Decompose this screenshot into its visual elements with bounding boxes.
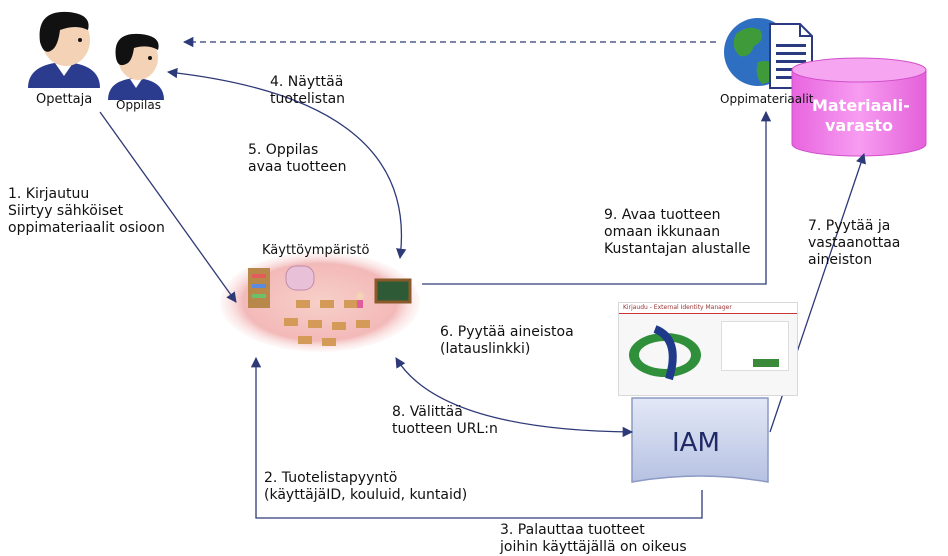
step-1-label: 1. Kirjautuu Siirtyy sähköiset oppimater… — [8, 186, 165, 236]
iam-cylinder — [631, 397, 769, 483]
step-9-label: 9. Avaa tuotteen omaan ikkunaan Kustanta… — [604, 207, 751, 257]
iam-label: IAM — [672, 428, 720, 458]
step-3-label: 3. Palauttaa tuotteet joihin käyttäjällä… — [500, 522, 687, 555]
step-6-label: 6. Pyytää aineistoa (latauslinkki) — [440, 324, 574, 357]
iam-logo-icon — [629, 325, 701, 381]
student-label: Oppilas — [116, 98, 161, 112]
step-7-label: 7. Pyytää ja vastaanottaa aineiston — [808, 218, 901, 268]
environment-label: Käyttöympäristö — [262, 243, 370, 258]
step-2-label: 2. Tuotelistapyyntö (käyttäjäID, kouluid… — [264, 470, 468, 503]
step-4-label: 4. Näyttää tuotelistan — [270, 74, 346, 107]
iam-screen-title: Kirjaudu - External Identity Manager — [619, 303, 797, 314]
teacher-label: Opettaja — [36, 92, 93, 107]
step-5-label: 5. Oppilas avaa tuotteen — [248, 142, 347, 175]
storage-cylinder — [791, 57, 927, 157]
student-icon — [108, 33, 164, 100]
materials-label: Oppimateriaalit — [720, 92, 814, 106]
teacher-icon — [28, 11, 100, 88]
iam-login-screenshot: Kirjaudu - External Identity Manager — [618, 302, 798, 396]
iam-login-button — [753, 359, 779, 367]
classroom-illustration — [220, 252, 420, 352]
step-8-label: 8. Välittää tuotteen URL:n — [392, 404, 498, 437]
storage-label: Materiaali-varasto — [812, 96, 910, 135]
